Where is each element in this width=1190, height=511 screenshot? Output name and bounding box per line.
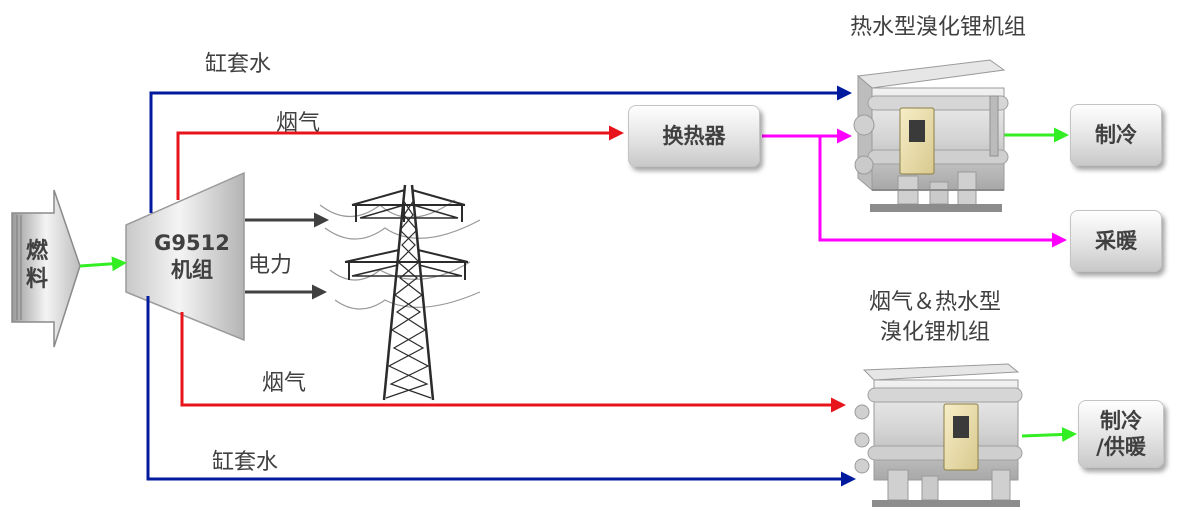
power-label: 电力 [248, 253, 293, 278]
chiller1-title: 热水型溴化锂机组 [850, 15, 1027, 40]
heat-exchanger-box: 换热器 [628, 105, 760, 167]
jacket-water-top-line [149, 85, 852, 213]
chiller2-machine-icon [854, 363, 1023, 507]
cool-heat-output-box: 制冷 /供暖 [1078, 400, 1164, 468]
chiller2-title: 烟气＆热水型 溴化锂机组 [868, 290, 1001, 345]
flue-gas-top-line [176, 125, 624, 200]
jacket-water-bottom-line [146, 296, 856, 487]
chiller1-machine-icon [853, 59, 1009, 212]
flue-gas-bottom-line [180, 312, 846, 413]
transmission-tower-icon [319, 184, 481, 401]
flue-gas-top-label: 烟气 [276, 111, 321, 136]
heating-output-box: 采暖 [1070, 210, 1162, 272]
jacket-water-bottom-label: 缸套水 [212, 450, 279, 475]
flue-gas-bottom-label: 烟气 [262, 371, 307, 396]
jacket-water-top-label: 缸套水 [205, 52, 272, 77]
fuel-to-generator-arrow [79, 256, 127, 272]
generator-label: G9512 机组 [154, 231, 230, 282]
cooling-output-box: 制冷 [1070, 104, 1162, 166]
fuel-label: 燃料 [25, 239, 48, 292]
fuel-arrow [11, 189, 81, 348]
chiller2-to-cool-heat-arrow [1021, 426, 1077, 442]
hot-water-to-heating [818, 136, 1067, 248]
